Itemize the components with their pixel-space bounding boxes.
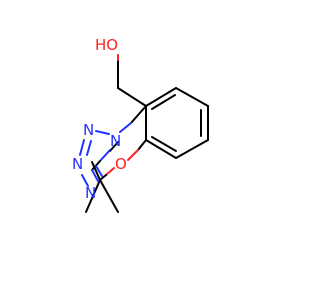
ring-oxygen-label: O — [115, 155, 127, 173]
bond-c5a-o-carbon — [137, 139, 147, 151]
bond-c4-c3a — [91, 161, 101, 181]
molecule-structure-diagram: HO O N N N N — [72, 36, 209, 213]
bond-n9b-n1 — [95, 130, 110, 135]
bond-c9-c8 — [175, 87, 209, 107]
bond-n3-c3a — [91, 169, 99, 182]
nitrogen-label-n2: N — [72, 155, 83, 173]
hydroxyl-label: HO — [95, 36, 118, 54]
bond-n1-n2-inner — [86, 140, 92, 156]
bond-c9a-c9-inner — [151, 94, 176, 110]
nitrogen-label-n1: N — [83, 121, 94, 139]
atom-labels: HO O N N N N — [72, 36, 127, 202]
bond-c4-methyl-1 — [85, 179, 101, 213]
tetrazole-ring — [79, 130, 111, 187]
oxazine-ring — [91, 105, 147, 181]
bond-c9a-ch2 — [117, 87, 147, 107]
bond-n3-c3a-inner — [95, 165, 103, 177]
bond-c5a-o-oxygen — [127, 149, 139, 161]
bond-c4-methyl-2 — [99, 179, 119, 213]
bond-o-c4-oxygen — [105, 167, 115, 176]
bond-c6-c5a — [145, 139, 177, 159]
gem-dimethyl-group — [85, 179, 119, 213]
bond-c9a-c9 — [145, 87, 177, 107]
bond-c9a-n9b-carbon — [130, 105, 147, 124]
bond-c6-c5a-inner — [151, 136, 177, 152]
bond-n1-n2 — [79, 139, 85, 156]
nitrogen-label-n9b: N — [110, 132, 121, 150]
bond-n9b-c3a-nitrogen — [99, 149, 111, 162]
hydroxymethyl-group — [117, 54, 147, 107]
benzene-ring — [145, 87, 209, 159]
bond-c7-c6 — [175, 139, 209, 159]
bond-n9b-c5a-left — [109, 141, 119, 152]
bond-c9a-n9b-nitrogen — [119, 122, 132, 133]
nitrogen-label-n3: N — [85, 184, 96, 202]
bond-n2-n3 — [81, 174, 89, 187]
bond-o-c4-carbon — [99, 174, 107, 181]
